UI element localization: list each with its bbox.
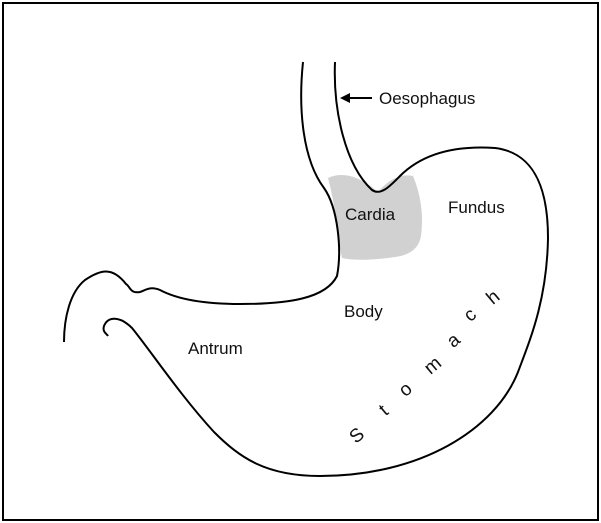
label-antrum: Antrum bbox=[188, 339, 243, 358]
label-oesophagus: Oesophagus bbox=[379, 89, 475, 108]
stomach-letter: o bbox=[395, 378, 417, 401]
label-body: Body bbox=[344, 302, 383, 321]
stomach-letter: c bbox=[460, 304, 481, 326]
label-cardia: Cardia bbox=[345, 205, 396, 224]
oesophagus-right-wall bbox=[104, 62, 548, 476]
oesophagus-left-wall bbox=[64, 62, 339, 342]
stomach-letter: h bbox=[483, 286, 505, 309]
label-fundus: Fundus bbox=[448, 198, 505, 217]
oesophagus-arrowhead bbox=[340, 93, 350, 103]
figure-border bbox=[3, 3, 598, 520]
stomach-letter: S bbox=[346, 424, 369, 448]
stomach-letter: t bbox=[375, 400, 393, 420]
stomach-letter: m bbox=[420, 353, 446, 379]
stomach-letter: a bbox=[443, 329, 465, 352]
